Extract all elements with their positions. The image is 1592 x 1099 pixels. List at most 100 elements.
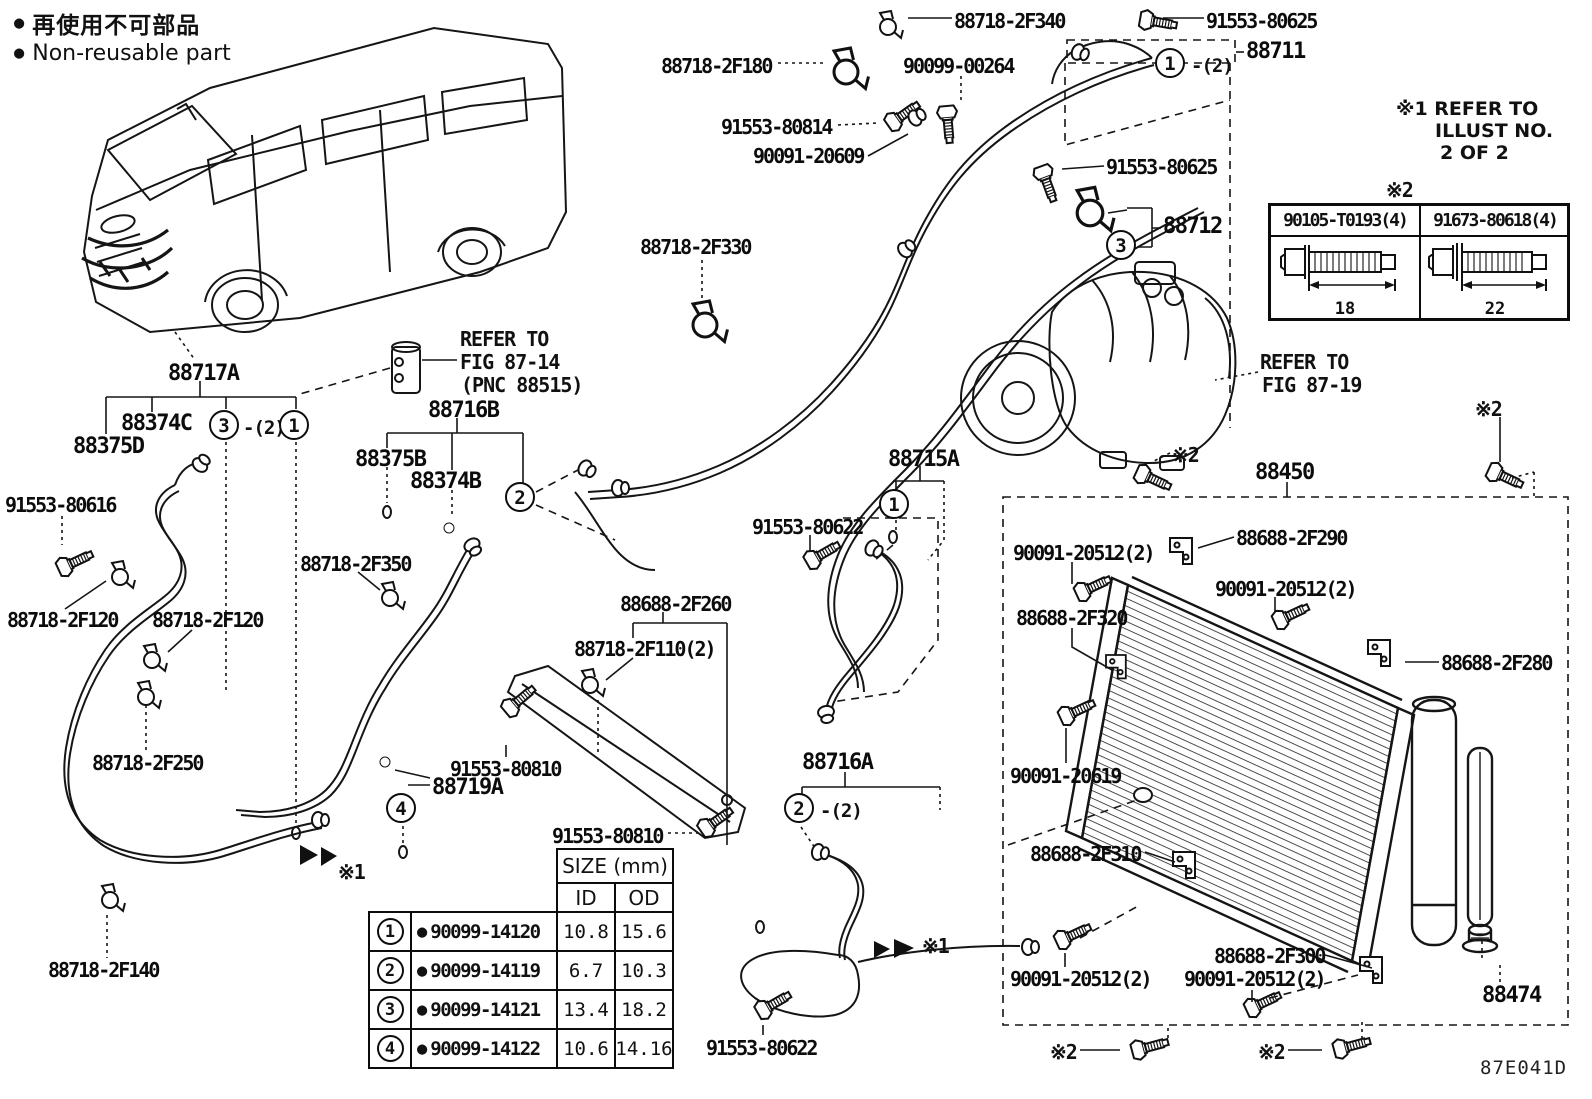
pipe-fittings bbox=[189, 41, 1093, 956]
part-number-label: 91553-80622 bbox=[706, 1036, 818, 1060]
part-number-label: 88712 bbox=[1163, 214, 1223, 239]
part-number-label: 91553-80814 bbox=[721, 115, 833, 139]
bolt-spec-table: 90105-T0193(4) 18 91673-80618(4) bbox=[1268, 203, 1570, 321]
table-row-part: ●90099-14122 bbox=[410, 1028, 558, 1069]
bolt-spec-col-2: 91673-80618(4) 22 bbox=[1421, 206, 1569, 319]
part-number-label: 88374B bbox=[410, 469, 482, 494]
callout-1: 1 bbox=[279, 410, 309, 440]
bolt-icon bbox=[1280, 245, 1396, 291]
part-number-label: 88688-2F260 bbox=[620, 592, 732, 616]
part-number-label: 88718-2F140 bbox=[48, 958, 160, 982]
note-star1: ※1 bbox=[922, 934, 950, 958]
bolt-washer-icon bbox=[1428, 243, 1547, 291]
callout-1: 1 bbox=[879, 489, 909, 519]
bolt-length: 22 bbox=[1484, 299, 1506, 319]
non-reusable-dot-icon: ● bbox=[417, 1038, 428, 1059]
bolt-part-number: 91673-80618(4) bbox=[1421, 206, 1569, 237]
table-row-id: 10.8 bbox=[556, 911, 616, 952]
non-reusable-dot-icon: ● bbox=[417, 999, 428, 1020]
part-number-label: 90091-20609 bbox=[753, 144, 865, 168]
condenser-brackets bbox=[1105, 537, 1391, 984]
bolt-length: 18 bbox=[1334, 299, 1356, 319]
part-number: 90099-14122 bbox=[430, 1037, 541, 1060]
callout-qty: -(2) bbox=[1191, 55, 1234, 77]
table-row-part: ●90099-14119 bbox=[410, 950, 558, 991]
part-number-label: 91553-80622 bbox=[752, 515, 864, 539]
part-number: 90099-14119 bbox=[430, 959, 541, 982]
note-fig-87-14: (PNC 88515) bbox=[461, 373, 583, 397]
part-number-label: 90099-00264 bbox=[903, 54, 1015, 78]
callout-3: 3 bbox=[209, 410, 239, 440]
callout-qty: -(2) bbox=[243, 417, 286, 439]
part-number-label: 88718-2F180 bbox=[661, 54, 773, 78]
part-number: 90099-14121 bbox=[430, 998, 541, 1021]
part-number-label: 88718-2F340 bbox=[954, 9, 1066, 33]
table-divider bbox=[1419, 206, 1421, 318]
legend-row-jp: ● 再使用不可部品 bbox=[14, 8, 231, 39]
table-row-part: ●90099-14120 bbox=[410, 911, 558, 952]
callout-4: 4 bbox=[386, 793, 416, 823]
part-number-label: 88718-2F350 bbox=[300, 552, 412, 576]
part-number-label: 88716B bbox=[428, 398, 500, 423]
table-row-od: 18.2 bbox=[614, 989, 674, 1030]
bullet-icon: ● bbox=[14, 13, 25, 33]
part-number-label: 88375D bbox=[73, 434, 145, 459]
part-number-label: 88688-2F280 bbox=[1441, 651, 1553, 675]
condenser-illustration bbox=[1064, 575, 1499, 974]
note-star2: ※2 bbox=[1258, 1040, 1286, 1064]
part-number-label: 88688-2F300 bbox=[1214, 944, 1326, 968]
table-row-callout: 4 bbox=[368, 1028, 412, 1069]
note-star1: ※1 bbox=[338, 860, 366, 884]
ac-pipes bbox=[63, 40, 1205, 1018]
note-star2: ※2 bbox=[1172, 443, 1200, 467]
legend-row-en: ● Non-reusable part bbox=[14, 38, 231, 68]
callout-3: 3 bbox=[376, 996, 404, 1023]
table-row-id: 13.4 bbox=[556, 989, 616, 1030]
leader-lines bbox=[64, 17, 1501, 1051]
part-number-label: 88711 bbox=[1246, 39, 1306, 64]
table-row-callout: 3 bbox=[368, 989, 412, 1030]
callout-2: 2 bbox=[784, 793, 814, 823]
bolts bbox=[53, 8, 1528, 1063]
table-row-od: 10.3 bbox=[614, 950, 674, 991]
size-table-col-id: ID bbox=[556, 882, 616, 913]
note-star2: ※2 bbox=[1475, 397, 1503, 421]
part-number-label: 88450 bbox=[1255, 460, 1315, 485]
table-row-part: ●90099-14121 bbox=[410, 989, 558, 1030]
non-reusable-dot-icon: ● bbox=[417, 921, 428, 942]
part-number-label: 88688-2F320 bbox=[1016, 606, 1128, 630]
table-row-od: 15.6 bbox=[614, 911, 674, 952]
part-number-label: 90091-20512(2) bbox=[1010, 967, 1153, 991]
part-number-label: 88718-2F110(2) bbox=[574, 637, 717, 661]
part-number-label: 90091-20619 bbox=[1010, 764, 1122, 788]
part-number-label: 88716A bbox=[802, 750, 874, 775]
non-reusable-dot-icon: ● bbox=[417, 960, 428, 981]
part-number-label: 91553-80810 bbox=[450, 757, 562, 781]
note-fig-87-19: REFER TO bbox=[1260, 350, 1349, 374]
table-row-callout: 1 bbox=[368, 911, 412, 952]
callout-qty: -(2) bbox=[820, 800, 863, 822]
note-ref-illust: ※1 REFER TO bbox=[1396, 98, 1539, 120]
note-star2: ※2 bbox=[1050, 1040, 1078, 1064]
part-number-label: 88717A bbox=[168, 361, 240, 386]
drain-plug bbox=[1461, 923, 1499, 954]
bolt-drawing: 18 bbox=[1271, 237, 1419, 320]
size-table-col-od: OD bbox=[614, 882, 674, 913]
oring-size-table: SIZE (mm) ID OD 1 ●90099-14120 10.8 15.6… bbox=[368, 848, 674, 1069]
compressor-illustration bbox=[960, 261, 1237, 471]
part-number-label: 88718-2F330 bbox=[640, 235, 752, 259]
part-number-label: 88375B bbox=[355, 447, 427, 472]
callout-2: 2 bbox=[376, 957, 404, 984]
part-number: 90099-14120 bbox=[430, 920, 541, 943]
table-row-id: 6.7 bbox=[556, 950, 616, 991]
pipe-clamps bbox=[101, 10, 1116, 912]
callout-3: 3 bbox=[1106, 230, 1136, 260]
part-number-label: 91553-80616 bbox=[5, 493, 117, 517]
note-star2: ※2 bbox=[1386, 178, 1414, 202]
note-fig-87-19: FIG 87-19 bbox=[1262, 373, 1362, 397]
legend-text-jp: 再使用不可部品 bbox=[32, 13, 201, 39]
legend: ● 再使用不可部品 ● Non-reusable part bbox=[14, 8, 231, 68]
part-number-label: 90091-20512(2) bbox=[1215, 577, 1358, 601]
